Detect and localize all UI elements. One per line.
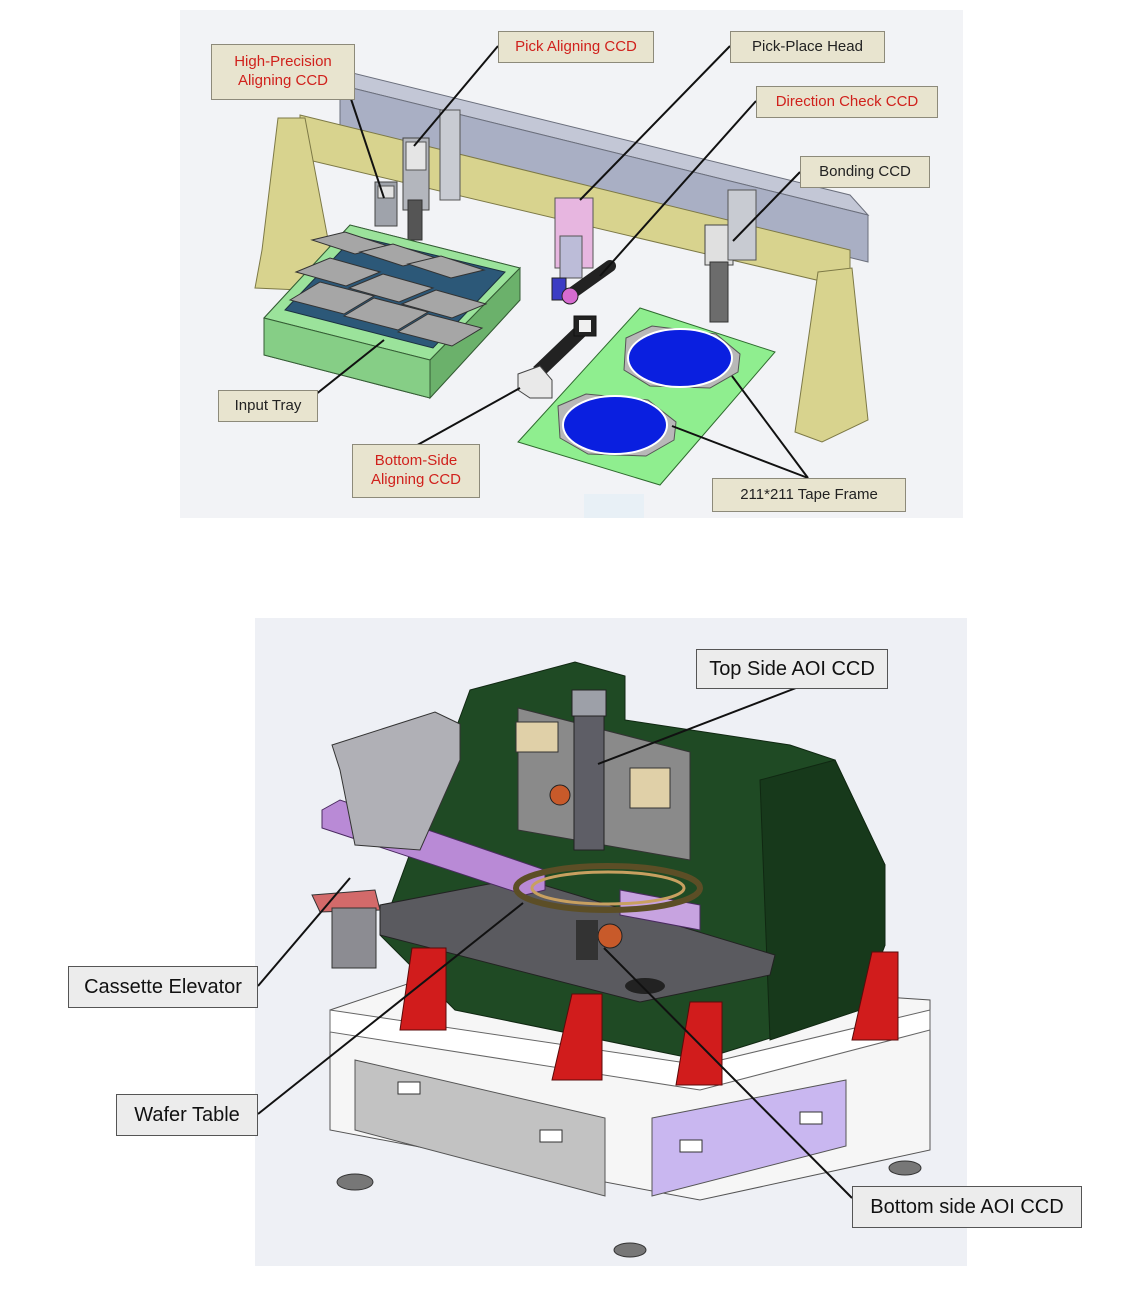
drawer-right — [651, 1079, 847, 1197]
input-tray-label: Input Tray — [218, 390, 318, 422]
high-precision-aligning-ccd-label: High-Precision Aligning CCD — [211, 44, 355, 100]
cassette-elevator-label: Cassette Elevator — [68, 966, 258, 1008]
top-side-aoi-ccd-module — [573, 689, 605, 851]
wafer-table-label: Wafer Table — [116, 1094, 258, 1136]
wafer-lower — [557, 393, 677, 457]
bottom-side-aligning-ccd-label: Bottom-Side Aligning CCD — [352, 444, 480, 498]
bonding-ccd-label: Bonding CCD — [800, 156, 930, 188]
top-figure-strip — [584, 494, 644, 518]
bottom-leader-lines — [257, 687, 853, 1199]
gantry-right-leg — [794, 267, 869, 443]
base-frame — [329, 967, 931, 1258]
bottom-figure — [255, 618, 967, 1266]
top-side-aoi-ccd-label: Top Side AOI CCD — [696, 649, 888, 689]
pick-aligning-ccd-label: Pick Aligning CCD — [498, 31, 654, 63]
cassette-elevator-module — [331, 711, 461, 851]
direction-check-ccd-module — [561, 260, 616, 305]
tape-frame-label: 211*211 Tape Frame — [712, 478, 906, 512]
tape-frame-plate — [517, 307, 776, 486]
wafer-upper — [623, 325, 741, 389]
direction-check-ccd-label: Direction Check CCD — [756, 86, 938, 118]
bottom-side-aoi-ccd-label: Bottom side AOI CCD — [852, 1186, 1082, 1228]
wafer-table-ring — [513, 863, 703, 913]
bottom-side-ccd-module — [517, 315, 597, 399]
pick-place-head-label: Pick-Place Head — [730, 31, 885, 63]
input-tray-cells — [288, 231, 488, 347]
gantry-ccd-modules — [374, 109, 757, 323]
top-leader-lines — [314, 45, 809, 479]
